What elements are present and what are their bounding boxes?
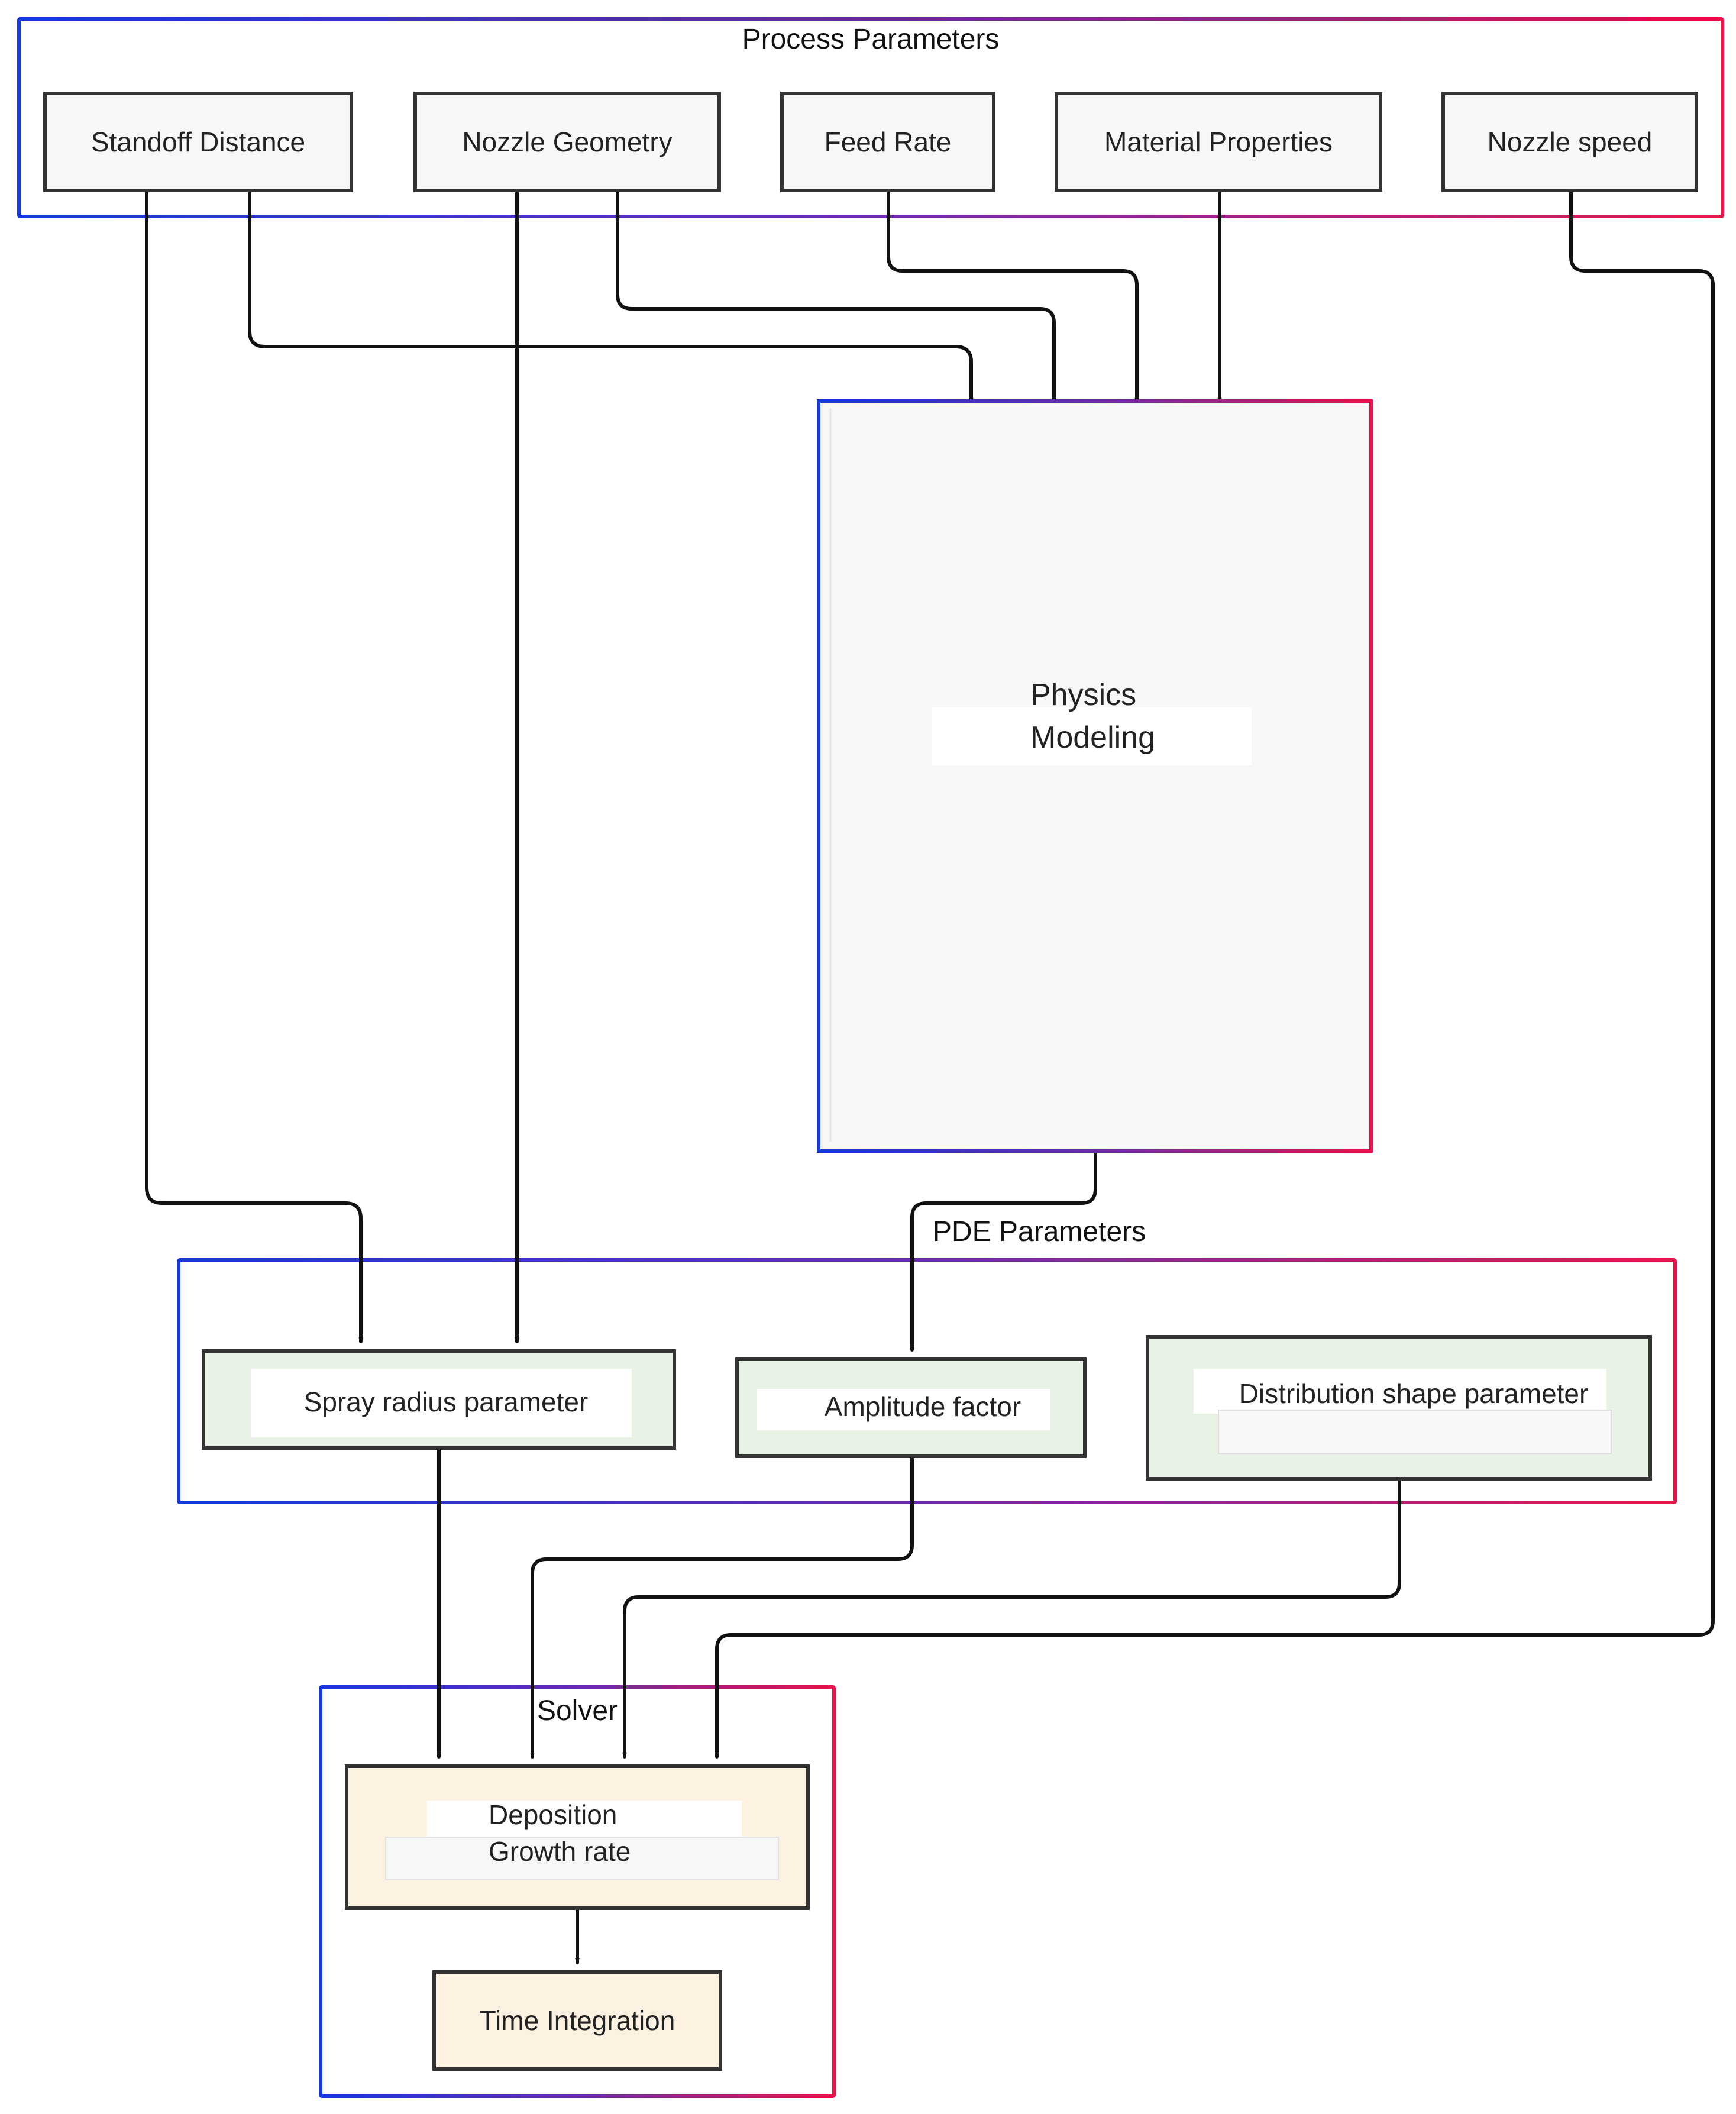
node-physics-line2: Modeling [1030,720,1155,755]
node-material-properties[interactable]: Material Properties [1055,92,1382,192]
node-distribution-shape-parameter[interactable]: Distribution shape parameter [1146,1335,1652,1481]
node-physics-modeling[interactable]: Physics Modeling [817,399,1373,1153]
node-nozzle-speed[interactable]: Nozzle speed [1441,92,1698,192]
node-nozzle-geometry[interactable]: Nozzle Geometry [413,92,721,192]
edge-physics-to-amplitude [910,1149,1097,1352]
node-nozzle-speed-label: Nozzle speed [1488,127,1653,157]
node-deposition-line2: Growth rate [489,1836,631,1867]
edge-standoff-to-spray-radius [145,190,363,1343]
edge-feed-rate-to-physics [887,190,1139,404]
node-distribution-label: Distribution shape parameter [1239,1378,1589,1409]
group-pde-title: PDE Parameters [933,1216,1146,1247]
group-solver: Solver [319,1685,836,2098]
group-solver-title: Solver [537,1695,618,1727]
node-deposition-line1: Deposition [489,1799,617,1830]
group-process-parameters: Process Parameters [17,17,1724,218]
node-time-integration[interactable]: Time Integration [432,1970,722,2071]
node-feed-rate-label: Feed Rate [825,127,952,157]
group-process-title: Process Parameters [742,24,1000,55]
node-feed-rate[interactable]: Feed Rate [780,92,995,192]
edge-nozzle-geometry-to-physics [616,190,1056,404]
edge-amplitude-to-deposition [530,1456,914,1759]
node-amplitude-factor[interactable]: Amplitude factor [735,1357,1087,1458]
node-time-integration-label: Time Integration [480,2005,675,2036]
edge-distribution-to-deposition [622,1477,1401,1759]
node-spray-radius-label: Spray radius parameter [304,1386,589,1417]
node-deposition-growth-rate[interactable]: Deposition Growth rate [345,1764,810,1910]
edge-standoff-to-physics [248,190,974,404]
node-physics-line1: Physics [1030,678,1136,712]
group-pde-parameters: PDE Parameters [177,1216,1677,1504]
edges [145,190,1715,1964]
node-standoff-distance-label: Standoff Distance [91,127,305,157]
node-nozzle-geometry-label: Nozzle Geometry [462,127,672,157]
node-amplitude-label: Amplitude factor [825,1391,1021,1422]
node-material-properties-label: Material Properties [1104,127,1333,157]
node-standoff-distance[interactable]: Standoff Distance [43,92,353,192]
node-spray-radius-parameter[interactable]: Spray radius parameter [202,1349,676,1450]
edge-nozzle-speed-to-deposition [715,190,1715,1759]
